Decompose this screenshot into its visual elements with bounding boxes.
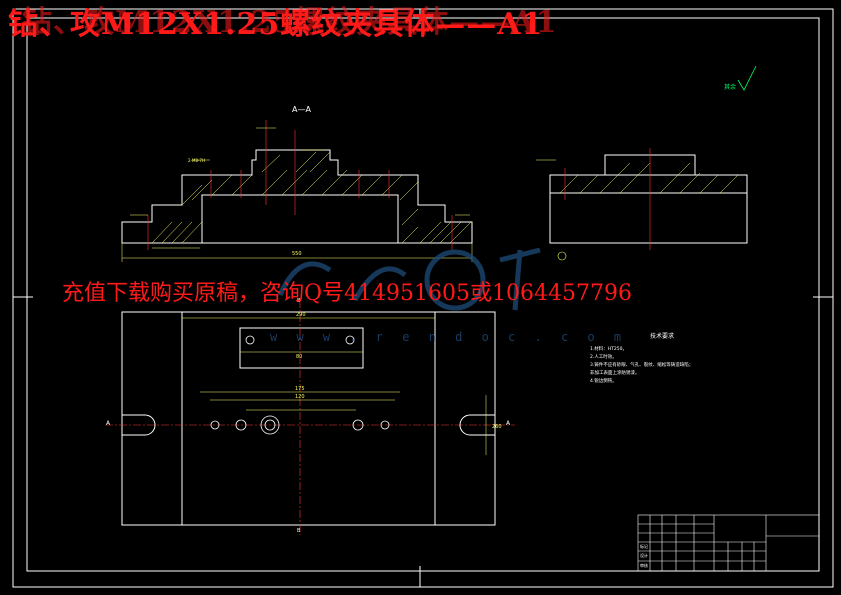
- side-top-boss: [604, 154, 696, 176]
- plan-top-slot: [239, 327, 364, 369]
- watermark-logo: [277, 247, 541, 311]
- title-block-label-b: 设计: [640, 552, 648, 558]
- plan-dim-80: 80: [296, 354, 302, 360]
- plan-centerline-bottom-label: B: [297, 528, 301, 534]
- tech-item-5: 4.锐边倒钝。: [590, 377, 617, 384]
- tech-heading: 技术要求: [650, 332, 674, 340]
- section-body: [121, 149, 473, 244]
- section-inner-recess: [201, 194, 399, 244]
- plan-dim-120: 120: [295, 394, 305, 400]
- dim-overall-length: 550: [292, 251, 302, 257]
- tech-item-1: 1.材料：HT250。: [590, 345, 627, 352]
- title-block: [637, 514, 820, 572]
- plan-top-width: 290: [296, 312, 306, 318]
- plan-section-marker-left: A: [106, 420, 111, 427]
- page-title: 钻、攻M12X1.25螺纹夹具体——A1 钻、攻M12X1.25螺纹夹具体——A…: [8, 7, 556, 42]
- promo-banner: 充值下载购买原稿，咨询Q号414951605或1064457796: [62, 281, 632, 306]
- section-label: A—A: [292, 105, 311, 114]
- roughness-note: 其余: [724, 83, 736, 91]
- section-hatching: [151, 151, 472, 244]
- plan-dimensions: [182, 317, 487, 455]
- title-ghost: 钻、攻M12X1.25螺纹夹具体——A1: [22, 5, 558, 40]
- side-body: [549, 174, 748, 244]
- title-block-label-c: 审核: [640, 562, 648, 568]
- roughness-symbol: 其余: [724, 65, 757, 91]
- watermark-url: w w w . r e n d o c . c o m: [270, 330, 628, 344]
- u-slot-left: [122, 414, 156, 436]
- inner-border: [26, 17, 820, 572]
- plan-outline: [121, 311, 496, 526]
- tech-item-2: 2.人工时效。: [590, 353, 617, 360]
- side-hatching: [559, 162, 739, 194]
- plan-dim-height: 260: [492, 424, 502, 430]
- plan-view: 290 120 175 80 260 A A B B: [105, 298, 515, 535]
- tech-item-4: 非加工表面上涂防锈漆。: [590, 369, 640, 376]
- section-view-aa: A—A: [121, 105, 473, 262]
- dim-hole-callout: 2-M8-7H: [188, 158, 205, 163]
- title-main: 钻、攻M12X1.25螺纹夹具体——A1: [8, 7, 544, 42]
- datum-circle: [557, 251, 567, 261]
- tech-item-3: 3.铸件不应有砂眼、气孔、裂纹、缩松等铸造缺陷；: [590, 361, 693, 368]
- section-centerlines: [147, 120, 453, 250]
- plan-section-marker-right: A: [506, 420, 511, 427]
- outer-border: [12, 8, 834, 588]
- tech-requirements: 技术要求 1.材料：HT250。 2.人工时效。 3.铸件不应有砂眼、气孔、裂纹…: [590, 332, 693, 384]
- plan-centerline-top-label: B: [297, 298, 301, 304]
- title-block-label-a: 标记: [640, 543, 648, 549]
- plan-holes: [210, 335, 390, 435]
- plan-dim-175: 175: [295, 386, 305, 392]
- section-dimensions: [121, 127, 473, 262]
- side-view: [536, 148, 748, 261]
- u-slot-right: [459, 414, 495, 436]
